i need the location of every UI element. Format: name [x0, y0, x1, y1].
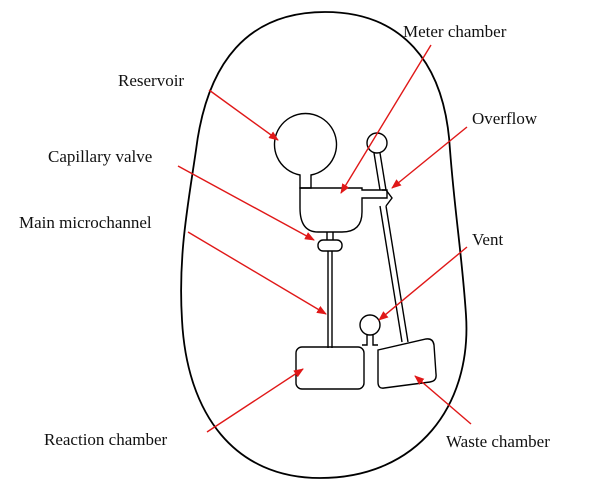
arrow-vent [378, 246, 468, 321]
reaction-chamber-shape [295, 346, 365, 390]
reservoir-shape [273, 112, 338, 189]
arrow-waste-chamber [414, 375, 472, 425]
arrow-main-microchannel [187, 231, 327, 315]
capillary-valve-shape [317, 239, 343, 252]
arrow-reservoir [208, 89, 279, 141]
label-main-microchannel: Main microchannel [19, 213, 152, 232]
main-microchannel-shape [327, 251, 333, 348]
label-meter-chamber: Meter chamber [403, 22, 507, 41]
label-reservoir: Reservoir [118, 71, 184, 90]
arrow-reaction-chamber [206, 368, 304, 433]
vent-connector [362, 335, 378, 346]
label-vent: Vent [472, 230, 503, 249]
label-overflow: Overflow [472, 109, 538, 128]
label-reaction-chamber: Reaction chamber [44, 430, 168, 449]
overflow-top-circle [366, 132, 388, 154]
arrow-capillary-valve [177, 165, 315, 241]
vent-shape [359, 314, 381, 336]
label-waste-chamber: Waste chamber [446, 432, 550, 451]
meter-chamber-shape [299, 187, 388, 233]
arrow-overflow [391, 126, 468, 189]
waste-chamber-shape [377, 338, 437, 389]
label-capillary-valve: Capillary valve [48, 147, 152, 166]
overflow-channel-shape [373, 152, 409, 343]
arrow-meter-chamber [340, 44, 432, 194]
device-outline [180, 11, 468, 479]
capillary-valve-neck [326, 232, 334, 240]
